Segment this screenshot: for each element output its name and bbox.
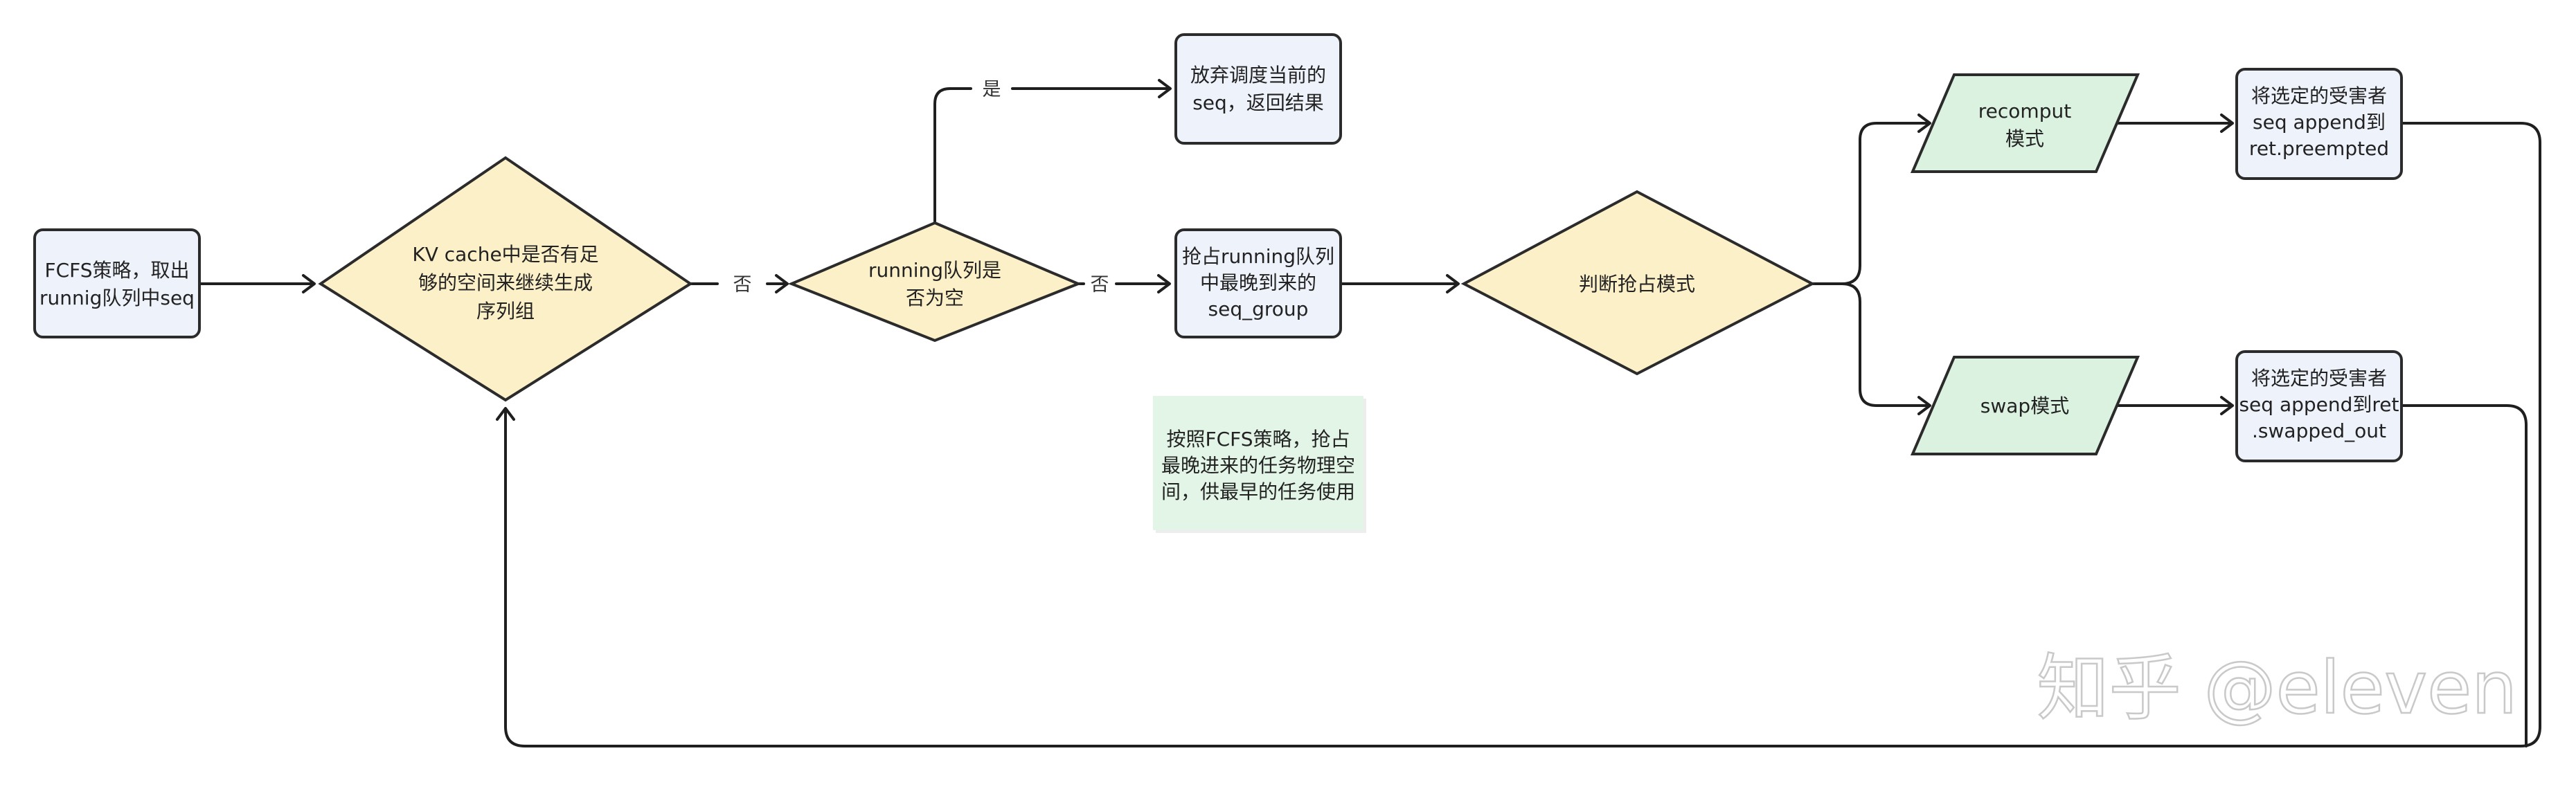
- running-empty-diamond: [787, 221, 1082, 343]
- judge-mode-label: 判断抢占模式: [1579, 273, 1695, 296]
- swap-result-line3: .swapped_out: [2252, 419, 2386, 442]
- node-recompute-result: 将选定的受害者 seq append到 ret.preempted: [2235, 68, 2403, 180]
- start-box: [33, 228, 201, 338]
- edge-label-running-no: 否: [1091, 274, 1109, 296]
- swap-result-line1: 将选定的受害者: [2251, 367, 2387, 390]
- kv-check-label-line3: 序列组: [476, 300, 535, 323]
- recompute-result-line2: seq append到: [2253, 111, 2386, 134]
- arrowhead: [1158, 79, 1172, 98]
- abandon-box: [1174, 33, 1342, 145]
- note-label-line2: 最晚进来的任务物理空: [1161, 454, 1355, 477]
- running-empty-label-line2: 否为空: [906, 287, 964, 309]
- judge-mode-diamond: [1460, 190, 1816, 376]
- arrowhead: [1917, 396, 1931, 415]
- node-swap-result: 将选定的受害者 seq append到ret .swapped_out: [2235, 350, 2403, 462]
- preempt-label-line2: 中最晚到来的: [1200, 271, 1316, 294]
- edge-label-running-yes: 是: [983, 79, 1001, 100]
- swap-parallelogram: [1910, 356, 2140, 455]
- recompute-result-line1: 将选定的受害者: [2251, 84, 2387, 107]
- edge-swap-result-loop: [2399, 404, 2528, 747]
- arrowhead: [1446, 274, 1460, 293]
- node-judge-mode: 判断抢占模式: [1460, 190, 1816, 376]
- recompute-label-line2: 模式: [2005, 127, 2044, 150]
- node-preempt: 抢占running队列 中最晚到来的 seq_group: [1174, 228, 1342, 338]
- arrowhead: [2220, 396, 2234, 415]
- start-label-line1: FCFS策略，取出: [44, 259, 189, 282]
- kv-check-diamond: [318, 156, 693, 402]
- note-label-line3: 间，供最早的任务使用: [1161, 480, 1355, 503]
- kv-check-label-line1: KV cache中是否有足: [412, 243, 598, 266]
- swap-result-line2: seq append到ret: [2239, 393, 2399, 416]
- edge-running-yes: [933, 87, 972, 224]
- preempt-label-line3: seq_group: [1208, 298, 1309, 320]
- kv-check-label-line2: 够的空间来继续生成: [418, 271, 593, 294]
- abandon-label-line1: 放弃调度当前的: [1190, 64, 1326, 87]
- node-kv-check: KV cache中是否有足 够的空间来继续生成 序列组: [318, 156, 693, 402]
- start-label-line2: runnig队列中seq: [39, 287, 195, 309]
- recompute-result-box: [2235, 68, 2403, 180]
- swap-result-box: [2235, 350, 2403, 462]
- recompute-label-line1: recomput: [1978, 100, 2071, 123]
- node-start: FCFS策略，取出 runnig队列中seq: [33, 228, 201, 338]
- arrowhead: [496, 407, 515, 421]
- node-note: 按照FCFS策略，抢占 最晚进来的任务物理空 间，供最早的任务使用: [1153, 396, 1366, 533]
- edge-judge-fork-lower: [1841, 282, 1930, 407]
- arrowhead: [775, 274, 789, 293]
- preempt-label-line1: 抢占running队列: [1182, 245, 1334, 268]
- abandon-label-line2: seq，返回结果: [1192, 91, 1324, 114]
- node-swap: swap模式: [1910, 356, 2140, 455]
- edge-label-kv-no: 否: [733, 274, 752, 296]
- connectors: [199, 79, 2541, 747]
- running-empty-label-line1: running队列是: [868, 259, 1001, 282]
- edge-judge-fork: [1811, 122, 1930, 285]
- preempt-box: [1174, 228, 1342, 338]
- note-label-line1: 按照FCFS策略，抢占: [1166, 428, 1350, 451]
- arrowhead: [2220, 114, 2234, 133]
- node-abandon: 放弃调度当前的 seq，返回结果: [1174, 33, 1342, 145]
- arrowhead: [1917, 114, 1931, 133]
- node-recompute: recomput 模式: [1910, 73, 2140, 173]
- watermark: 知乎 @eleven: [2037, 646, 2517, 730]
- edge-recompute-result-loop: [504, 122, 2541, 747]
- note-box: [1153, 396, 1363, 530]
- recompute-result-line3: ret.preempted: [2249, 137, 2389, 160]
- node-running-empty: running队列是 否为空: [787, 221, 1082, 343]
- swap-label: swap模式: [1980, 394, 2069, 417]
- arrowhead: [1157, 274, 1171, 293]
- arrowhead: [302, 274, 316, 293]
- recompute-parallelogram: [1910, 73, 2140, 173]
